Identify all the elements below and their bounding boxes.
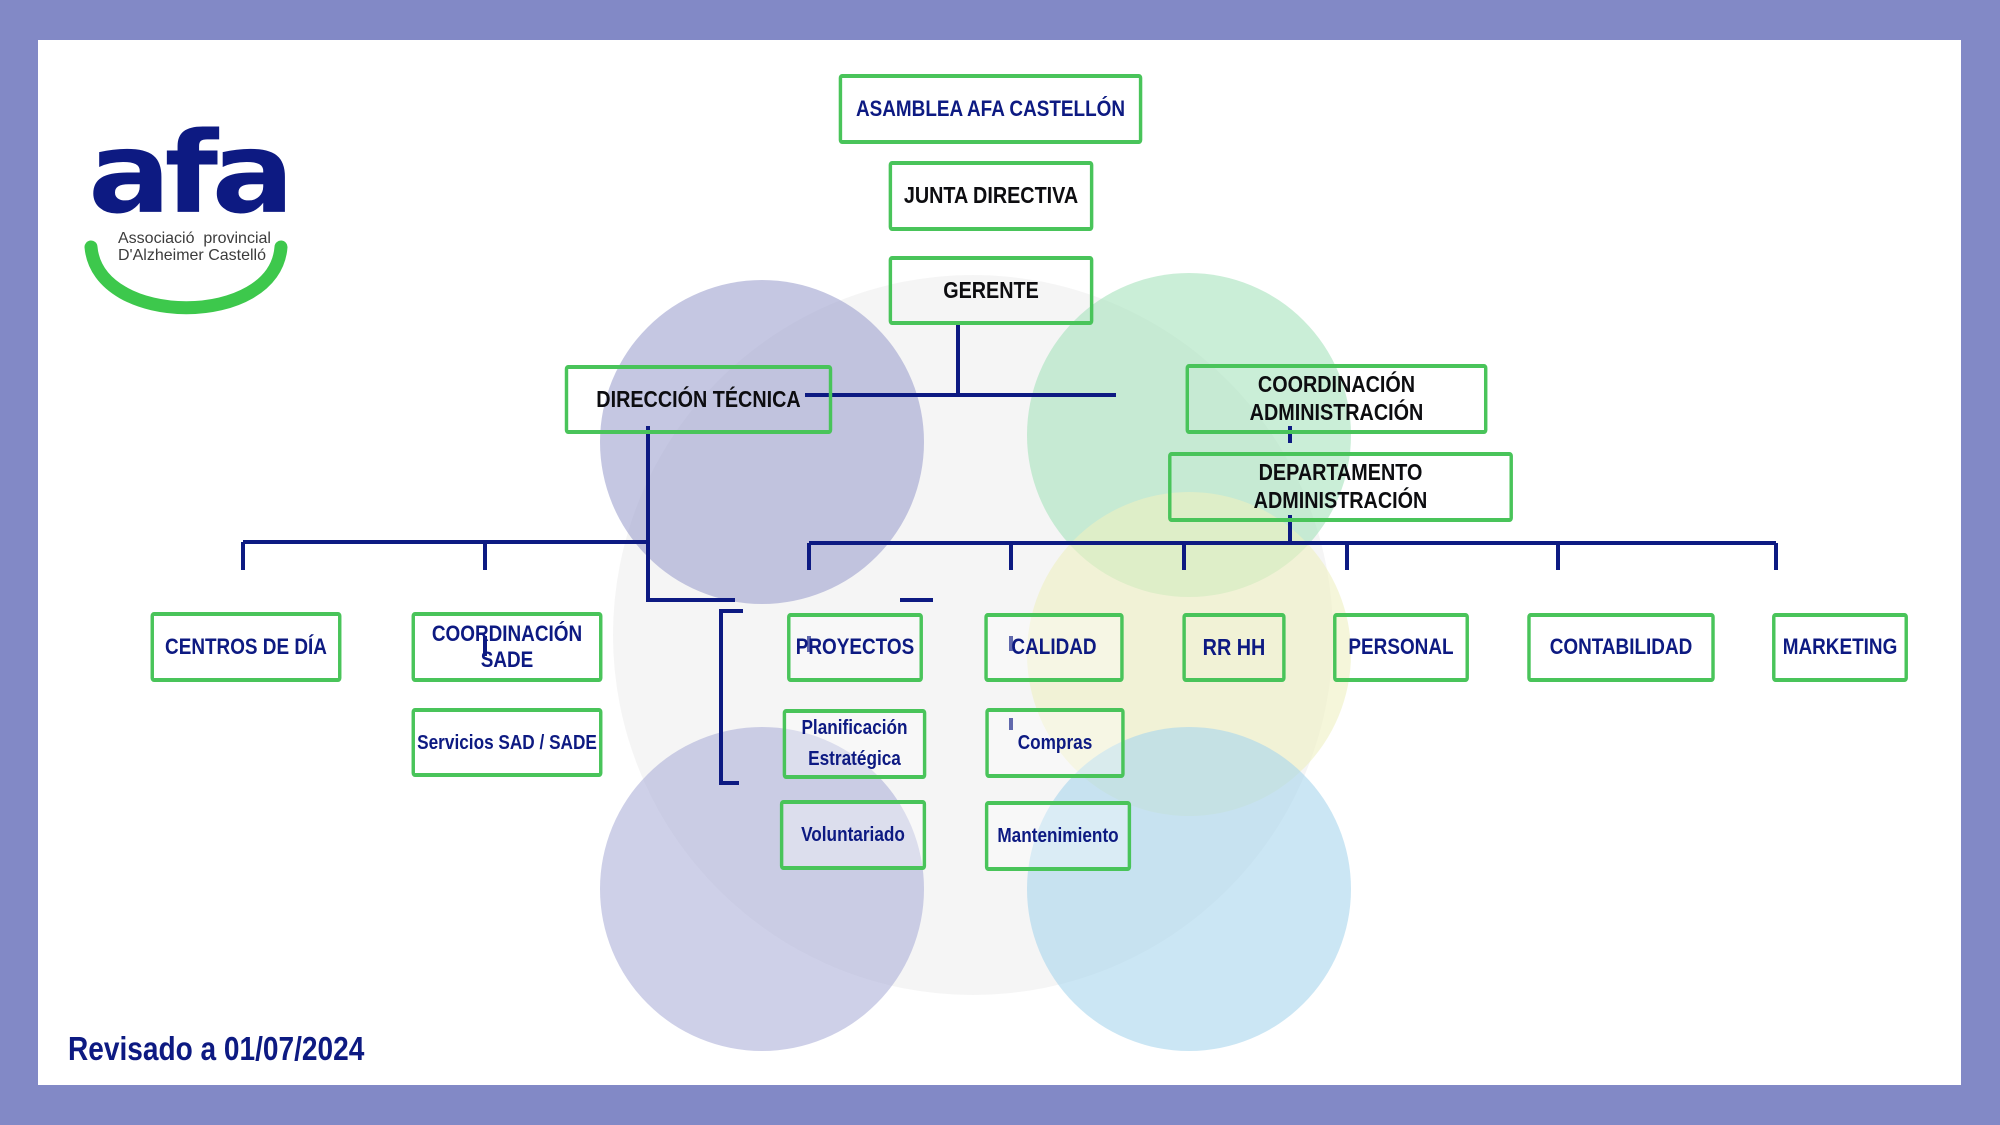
node-gerente: GERENTE bbox=[888, 256, 1094, 325]
node-rrhh-label: RR HH bbox=[1202, 633, 1266, 660]
decor-circle-blue-bottom bbox=[1027, 727, 1351, 1051]
node-personal: PERSONAL bbox=[1333, 613, 1469, 682]
node-rrhh: RR HH bbox=[1182, 613, 1286, 682]
background-circles bbox=[600, 273, 1351, 1051]
node-contabilidad: CONTABILIDAD bbox=[1527, 613, 1715, 682]
connector-lines bbox=[241, 325, 1778, 785]
node-coord-adm-line1: COORDINACIÓN bbox=[1257, 371, 1416, 398]
node-junta-directiva: JUNTA DIRECTIVA bbox=[888, 161, 1094, 231]
node-mantenimiento: Mantenimiento bbox=[984, 801, 1132, 871]
node-junta-label: JUNTA DIRECTIVA bbox=[903, 182, 1079, 209]
node-servicios-label: Servicios SAD / SADE bbox=[417, 731, 597, 754]
node-centros-de-dia: CENTROS DE DÍA bbox=[150, 612, 342, 682]
node-calidad: CALIDAD bbox=[984, 613, 1124, 682]
revision-date: Revisado a 01/07/2024 bbox=[68, 1030, 365, 1067]
node-coord-sade-line1: COORDINACIÓN bbox=[431, 620, 583, 646]
logo-green-arc bbox=[84, 240, 288, 315]
node-coord-sade-line2: SADE bbox=[480, 647, 534, 672]
node-centros-label: CENTROS DE DÍA bbox=[165, 633, 327, 659]
node-compras: Compras bbox=[985, 708, 1125, 778]
connector-voluntariado bbox=[719, 609, 743, 785]
connector-dir-down bbox=[646, 426, 735, 602]
node-asamblea-label: ASAMBLEA AFA CASTELLÓN bbox=[855, 95, 1126, 121]
node-proyectos-label: PROYECTOS bbox=[795, 634, 915, 660]
org-chart-slide: afa Associació provincial D'Alzheimer Ca… bbox=[38, 40, 1961, 1085]
afa-logo: afa Associació provincial D'Alzheimer Ca… bbox=[84, 109, 294, 315]
node-direccion-tecnica: DIRECCIÓN TÉCNICA bbox=[564, 365, 833, 434]
node-voluntariado: Voluntariado bbox=[779, 800, 927, 870]
node-mantenimiento-label: Mantenimiento bbox=[997, 824, 1119, 847]
node-proyectos: PROYECTOS bbox=[787, 613, 923, 682]
node-planificacion-estrategica: Planificación Estratégica bbox=[782, 709, 927, 779]
node-contabilidad-label: CONTABILIDAD bbox=[1549, 634, 1693, 660]
node-direccion-tecnica-label: DIRECCIÓN TÉCNICA bbox=[596, 385, 801, 412]
node-departamento-administracion: DEPARTAMENTO ADMINISTRACIÓN bbox=[1168, 452, 1513, 522]
node-coordinacion-sade: COORDINACIÓN SADE bbox=[411, 612, 603, 682]
node-personal-label: PERSONAL bbox=[1348, 634, 1454, 660]
node-coordinacion-administracion: COORDINACIÓN ADMINISTRACIÓN bbox=[1185, 364, 1488, 434]
node-marketing: MARKETING bbox=[1772, 613, 1908, 682]
logo-tagline-2: D'Alzheimer Castelló bbox=[118, 247, 266, 264]
node-calidad-label: CALIDAD bbox=[1011, 634, 1097, 660]
node-coord-adm-line2: ADMINISTRACIÓN bbox=[1249, 399, 1424, 425]
decor-circle-purple-top bbox=[600, 280, 924, 604]
node-dept-adm-label: DEPARTAMENTO ADMINISTRACIÓN bbox=[1253, 459, 1428, 513]
node-planif-line1: Planificación bbox=[801, 717, 908, 739]
logo-wordmark: afa bbox=[88, 109, 288, 239]
node-planif-line2: Estratégica bbox=[808, 748, 901, 770]
logo-tagline-1: Associació provincial bbox=[118, 230, 271, 247]
node-servicios-sad: Servicios SAD / SADE bbox=[411, 708, 603, 777]
node-voluntariado-label: Voluntariado bbox=[801, 823, 905, 846]
decor-circle-purple-bottom bbox=[600, 727, 924, 1051]
node-marketing-label: MARKETING bbox=[1782, 634, 1898, 660]
node-asamblea: ASAMBLEA AFA CASTELLÓN bbox=[838, 74, 1143, 144]
node-compras-label: Compras bbox=[1017, 731, 1093, 754]
decor-circle-yellow bbox=[1027, 492, 1351, 816]
node-gerente-label: GERENTE bbox=[943, 276, 1039, 303]
